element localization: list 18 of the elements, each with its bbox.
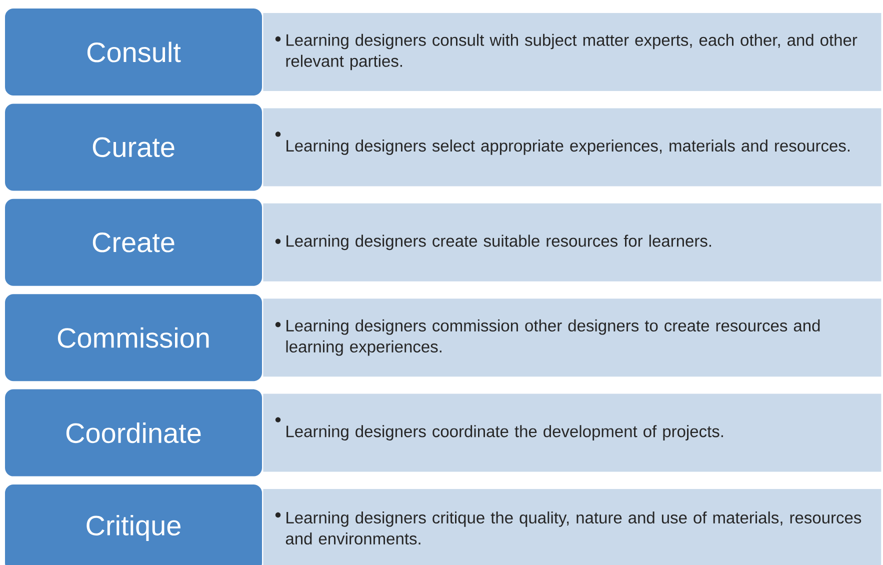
phase-box: Create <box>4 198 263 287</box>
description-box <box>263 108 882 186</box>
description-text: Learning designers select appropriate experiences, materials and resources. <box>286 140 850 155</box>
phase-box: Critique <box>4 484 263 565</box>
description-box <box>263 489 882 565</box>
description-box <box>263 13 882 91</box>
description-text: Learning designers commission other designers to create resources and learning experiences. <box>286 319 820 356</box>
phase-box: Curate <box>4 102 263 192</box>
description-text: Learning designers critique the quality, nature and use of materials, resources and environments. <box>286 511 862 545</box>
phase-box: Coordinate <box>4 388 263 478</box>
description-text: Learning designers coordinate the development of projects. <box>286 425 723 440</box>
description-box <box>263 298 882 377</box>
description-box <box>263 394 882 472</box>
phase-box: Commission <box>4 293 263 382</box>
phase-box: Consult <box>4 8 263 96</box>
description-text: Learning designers create suitable resources for learners. <box>286 234 711 250</box>
description-text: Learning designers consult with subject matter experts, each other, and other relevant parties. <box>286 34 858 70</box>
description-box <box>263 203 882 282</box>
